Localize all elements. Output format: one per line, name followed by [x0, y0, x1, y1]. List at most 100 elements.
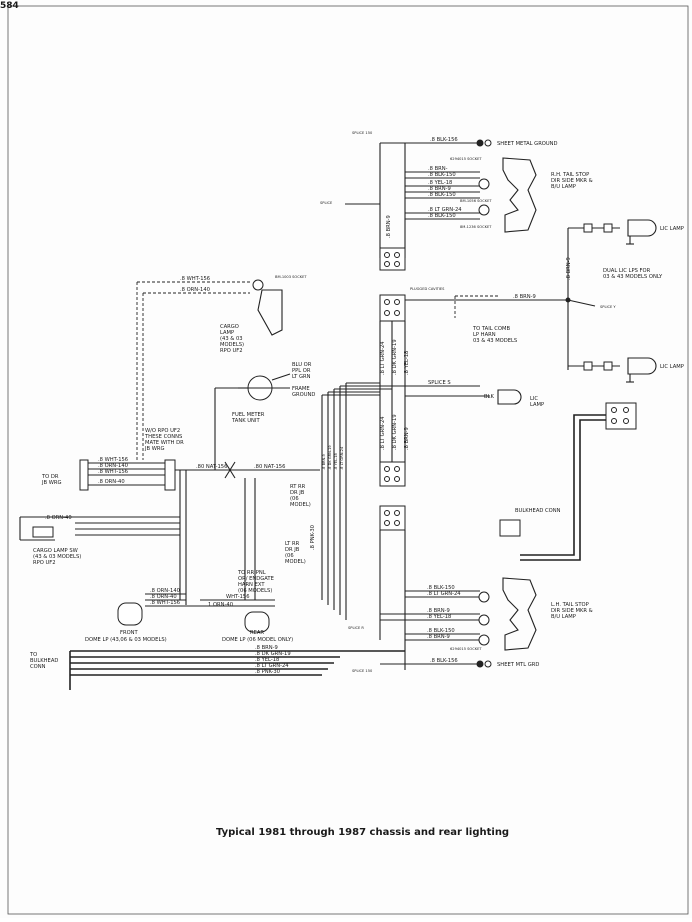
wire-dkgrn19-vert: .8 DK GRN-19 — [392, 339, 398, 375]
wire-ltgrn24-vert: .8 LT GRN-24 — [380, 341, 386, 375]
wire-brn: .8 BRN- — [428, 166, 448, 172]
harness-brn9: .8 BRN-9 — [322, 453, 326, 470]
lic-lamp-bot-label: LIC LAMP — [660, 364, 684, 370]
lic-lamp-top-label: LIC LAMP — [660, 226, 684, 232]
main-harness-vertical: .8 LT GRN-24 .8 DK GRN-19 .8 YEL-18 SPLI… — [379, 321, 544, 670]
jb-wrg-label: JB WRG — [144, 446, 165, 452]
cargo-lamp-label: CARGO — [220, 324, 239, 330]
cargo-lamp-sw-label: CARGO LAMP SW — [33, 548, 78, 554]
harness-yel18: .8 YEL-18 — [334, 452, 338, 470]
wire-nat156-b: .80 NAT-156 — [254, 464, 285, 470]
rh-tail-lamp-group: .8 BLK-156 SHEET METAL GROUND SPLICE 150… — [320, 131, 593, 271]
bus-ltgrn24: .8 LT GRN-24 — [255, 663, 289, 669]
models-06d-label: MODEL) — [285, 559, 306, 565]
lt-rr-label: LT RR — [285, 541, 300, 547]
to-bulkhead-label2: BULKHEAD — [30, 658, 58, 664]
dr-jb2-label: DR JB — [285, 547, 300, 553]
wire-orn140-c: .8 ORN-140 — [150, 588, 180, 594]
models-06e-label: (06 MODELS) — [238, 588, 272, 594]
wire-brn9-e: .8 BRN-9 — [427, 608, 450, 614]
models-06b-label: MODEL) — [290, 502, 311, 508]
bus-dkgrn19: .8 DK GRN-19 — [255, 651, 291, 657]
socket-bottom-label: 6294015 SOCKET — [450, 647, 482, 651]
rear-dome-lamp-icon — [244, 611, 270, 633]
blk-label: BLK — [484, 394, 494, 400]
wire-wht156-c: .8 WHT-156 — [98, 469, 128, 475]
bus-pnk30: .8 PNK-30 — [255, 669, 280, 675]
lic-lamp-mid-icon — [497, 389, 522, 405]
cargo-lamp-group: .8 WHT-156 .8 ORN-140 BM-1003 SOCKET CAR… — [136, 275, 307, 460]
cargo-lamp-label2: LAMP — [220, 330, 234, 336]
cargo-lamp-sw-label3: RPO UF2 — [33, 560, 56, 566]
to-dr-label: TO DR — [41, 474, 59, 480]
tail-comb-connector-group: PLUGGED CAVITIES TO TAIL COMB LP HARN 03… — [379, 287, 517, 344]
cargo-lamp-icon — [257, 289, 283, 336]
splice-150b-label: SPLICE 150 — [352, 669, 373, 673]
center-connector-icon — [379, 461, 406, 487]
diagram-caption: Typical 1981 through 1987 chassis and re… — [216, 827, 509, 838]
harness-ltgrn24: .8 LT GRN-24 — [340, 446, 344, 470]
dome-front-label: DOME LP (43,06 & 03 MODELS) — [85, 637, 167, 643]
wire-nat156-a: .80 NAT-156 — [196, 464, 227, 470]
splice-y-label: SPLICE Y — [600, 305, 616, 309]
cross-splice-icon — [224, 461, 236, 479]
wo-rpo-label: W/O RPO UF2 — [145, 428, 180, 434]
tank-unit-label: TANK UNIT — [231, 418, 260, 424]
blu-or-label: BLU OR — [292, 362, 312, 368]
harn-ext-label: HARN EXT — [238, 582, 265, 588]
models-03-43-label: 03 & 43 MODELS — [473, 338, 517, 344]
jb-wrg2-label: JB WRG — [41, 480, 62, 486]
lic-lamp-top-icon — [627, 219, 657, 237]
wire-yel18-vert: .8 YEL-18 — [404, 351, 410, 375]
splice-150-label: SPLICE 150 — [352, 131, 373, 135]
lt-grn-label: LT GRN — [292, 374, 311, 380]
wire-blk156-top: .8 BLK-156 — [430, 137, 458, 143]
sheet-metal-ground-label: SHEET METAL GROUND — [497, 141, 558, 147]
to-bulkhead-label3: CONN — [30, 664, 46, 670]
models-06-label: (06 — [290, 496, 299, 502]
cargo-lamp-sw-label2: (43 & 03 MODELS) — [33, 554, 81, 560]
lic-lamp-mid-label: LIC — [530, 396, 538, 402]
dr-jb-label: DR JB — [290, 490, 305, 496]
splice-r-label: SPLICE R — [348, 626, 364, 630]
to-rr-pnl-label: TO RR PNL — [237, 570, 266, 576]
dome-lamps-group: .8 ORN-140 .8 ORN-40 .8 WHT-156 WHT-156 … — [85, 588, 293, 643]
page-number: 584 — [0, 1, 19, 11]
wire-brn9-lic: .8 BRN-9 — [566, 257, 572, 280]
lh-lamp-housing-icon — [502, 577, 537, 651]
lh-tail-label: L.H. TAIL STOP — [551, 602, 589, 608]
cargo-lamp-label4: MODELS) — [220, 342, 244, 348]
wire-ltgrn24-vert2: .8 LT GRN-24 — [380, 416, 386, 450]
fuel-meter-group: BLU OR PPL OR LT GRN FRAME GROUND FUEL M… — [214, 362, 315, 470]
wire-blk150-c: .8 BLK-150 — [428, 213, 456, 219]
or-endgate-label: OR/ ENDGATE — [238, 576, 274, 582]
socket-1003-label: BM-1003 SOCKET — [275, 275, 307, 279]
bulkhead-conn-icon — [605, 402, 637, 430]
wire-blk150-b: .8 BLK-150 — [428, 192, 456, 198]
wire-ltgrn24-a: .8 LT GRN-24 — [428, 207, 462, 213]
bulkhead-connector-right: BULKHEAD CONN — [499, 402, 637, 561]
dual-lic-label2: 03 & 43 MODELS ONLY — [603, 274, 663, 280]
wire-brn9-vert: .8 BRN-9 — [386, 215, 392, 238]
lic-lamp-bot-icon — [627, 357, 657, 375]
lh-tail-lamp-group: .8 BLK-150 .8 LT GRN-24 .8 BRN-9 .8 YEL-… — [348, 577, 593, 673]
lower-connector-icon — [379, 505, 406, 531]
lic-lamp-mid-label2: LAMP — [530, 402, 544, 408]
rear-label: REAR — [250, 630, 264, 636]
ppl-or-label: PPL OR — [292, 368, 311, 374]
wire-orn40-d: 1 ORN-40 — [208, 602, 233, 608]
rh-connector-icon — [379, 247, 406, 271]
rh-bu-lamp-label: B/U LAMP — [551, 184, 576, 190]
rt-rr-label: RT RR — [290, 484, 306, 490]
to-tail-comb-label: TO TAIL COMB — [472, 326, 510, 332]
fuel-meter-label: FUEL METER — [232, 412, 265, 418]
door-jamb-group: W/O RPO UF2 THESE CONNS MATE WITH DR JB … — [19, 428, 184, 566]
socket-top-label: 6294015 SOCKET — [450, 157, 482, 161]
rh-lamp-housing-icon — [502, 157, 537, 233]
wire-dkgrn19-vert2: .8 DK GRN-19 — [392, 414, 398, 450]
wire-orn140-b: .8 ORN-140 — [98, 463, 128, 469]
wire-orn40-c: .8 ORN-40 — [150, 594, 177, 600]
bottom-bus-group: .8 BRN-9 .8 DK GRN-19 .8 YEL-18 .8 LT GR… — [29, 645, 405, 690]
